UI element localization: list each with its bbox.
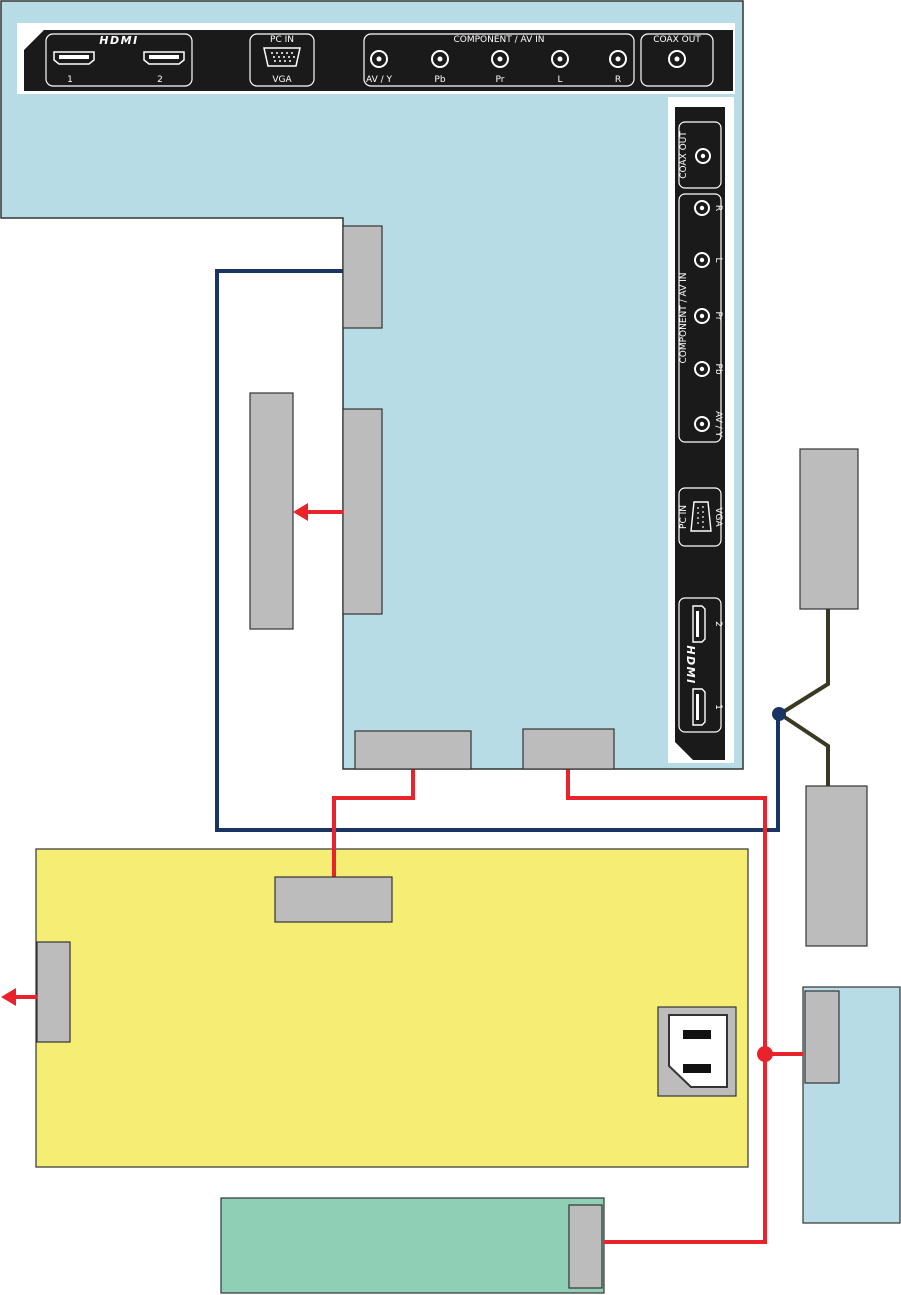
connector-block xyxy=(805,785,868,947)
connector-block xyxy=(354,730,472,770)
jack-r-label: R xyxy=(615,75,621,85)
side-hdmi-port-2[interactable] xyxy=(692,605,706,643)
side-jack-l[interactable] xyxy=(694,252,710,268)
side-jack-l-label: L xyxy=(713,257,723,262)
side-component-title: COMPONENT / AV IN xyxy=(679,272,689,363)
jack-pb[interactable] xyxy=(431,50,449,68)
hdmi-port-2[interactable] xyxy=(143,51,185,65)
component-group: COMPONENT / AV IN AV / Y Pb Pr L R xyxy=(363,33,635,87)
olive-cable xyxy=(778,609,830,786)
side-coax-title: COAX OUT xyxy=(679,131,689,179)
side-jack-av-y[interactable] xyxy=(694,416,710,432)
side-hdmi-title: HDMI xyxy=(684,645,697,684)
side-hdmi-port-1-label: 1 xyxy=(713,704,723,710)
side-vga-port[interactable] xyxy=(690,501,712,532)
side-pc-in-group: PC IN VGA xyxy=(678,487,723,547)
hdmi-port-1[interactable] xyxy=(53,51,95,65)
jack-l-label: L xyxy=(557,75,562,85)
side-hdmi-port-1[interactable] xyxy=(692,688,706,726)
coax-jack[interactable] xyxy=(668,50,686,68)
top-connector-strip: HDMI 1 2 PC IN xyxy=(17,23,735,94)
hdmi-port-2-label: 2 xyxy=(157,75,163,85)
side-coax-jack[interactable] xyxy=(695,148,711,164)
red-junction-dot xyxy=(757,1046,773,1062)
side-pc-in-title: PC IN xyxy=(679,505,689,529)
blue-cable xyxy=(215,269,780,832)
pc-in-group: PC IN VGA xyxy=(249,33,315,87)
side-vga-label: VGA xyxy=(713,507,723,527)
jack-av-y[interactable] xyxy=(370,50,388,68)
pc-in-title: PC IN xyxy=(270,35,294,45)
side-hdmi-group: HDMI 2 1 xyxy=(678,597,723,733)
connector-block xyxy=(522,728,615,770)
side-connector-strip: COAX OUT COMPONENT / AV IN R L Pr Pb AV … xyxy=(668,97,734,763)
side-component-group: COMPONENT / AV IN R L Pr Pb AV / Y xyxy=(678,193,723,443)
connector-block xyxy=(342,225,383,329)
connector-block xyxy=(342,408,383,615)
jack-av-y-label: AV / Y xyxy=(366,75,392,85)
side-jack-pb[interactable] xyxy=(694,361,710,377)
connector-block xyxy=(804,990,840,1084)
side-jack-av-y-label: AV / Y xyxy=(713,411,723,437)
connector-block xyxy=(36,941,71,1043)
red-arrow xyxy=(293,503,343,521)
blue-junction-dot xyxy=(772,707,786,721)
side-jack-pb-label: Pb xyxy=(713,363,723,374)
side-coax-group: COAX OUT xyxy=(678,121,722,189)
side-jack-pr[interactable] xyxy=(694,308,710,324)
coax-title: COAX OUT xyxy=(653,35,701,45)
vga-label: VGA xyxy=(272,75,292,85)
side-jack-pr-label: Pr xyxy=(713,312,723,321)
main-board xyxy=(0,0,744,770)
jack-l[interactable] xyxy=(551,50,569,68)
connector-block xyxy=(799,448,859,610)
power-inlet xyxy=(657,1006,737,1097)
vga-port[interactable] xyxy=(263,47,301,67)
jack-pb-label: Pb xyxy=(434,75,445,85)
side-jack-r-label: R xyxy=(713,205,723,211)
red-arrow xyxy=(1,988,37,1006)
hdmi-port-1-label: 1 xyxy=(67,75,73,85)
bottom-board xyxy=(220,1197,605,1294)
jack-r[interactable] xyxy=(609,50,627,68)
hdmi-group: HDMI 1 2 xyxy=(45,33,193,87)
jack-pr[interactable] xyxy=(491,50,509,68)
component-title: COMPONENT / AV IN xyxy=(453,35,544,45)
connector-block xyxy=(249,392,294,630)
hdmi-title: HDMI xyxy=(99,34,138,47)
connector-block xyxy=(568,1204,603,1289)
side-hdmi-port-2-label: 2 xyxy=(713,621,723,627)
coax-group: COAX OUT xyxy=(640,33,714,87)
side-jack-r[interactable] xyxy=(694,200,710,216)
jack-pr-label: Pr xyxy=(496,75,505,85)
connector-block xyxy=(274,876,393,923)
